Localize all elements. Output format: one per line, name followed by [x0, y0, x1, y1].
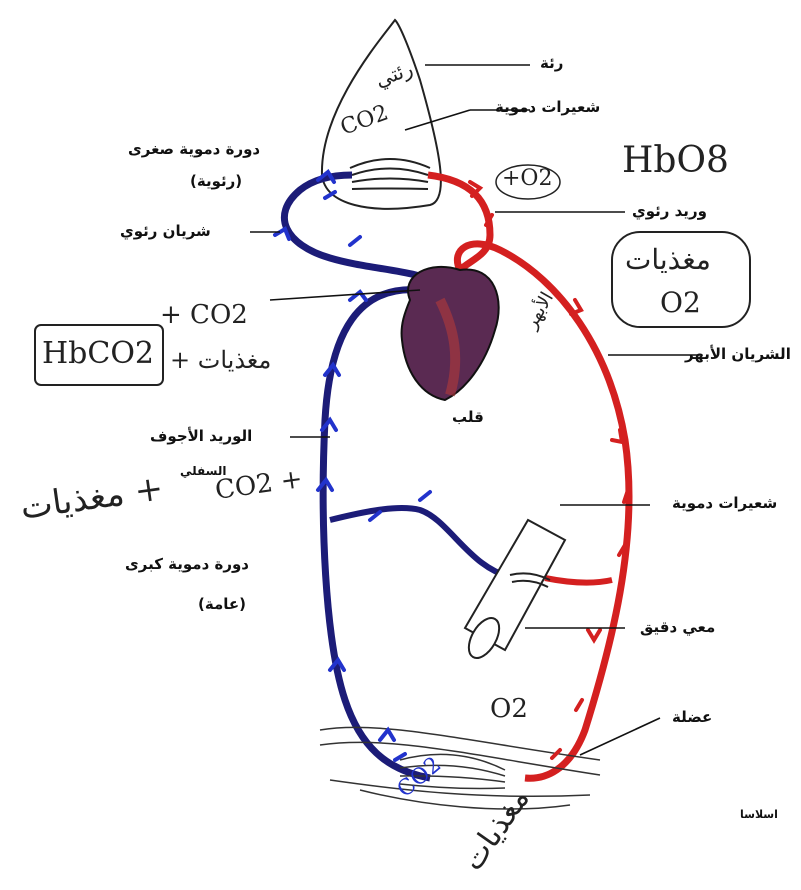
plus-co2-note: + CO2 [160, 300, 248, 330]
lung-label: رئة [540, 54, 563, 72]
capillaries-top-label: شعيرات دموية [495, 98, 600, 116]
pulmonary-circulation-label: دورة دموية صغرى [128, 140, 260, 158]
vena-cava-label: الوريد الأجوف [150, 427, 252, 445]
pulmonary-vein-label: وريد رئوي [632, 202, 707, 220]
intestine-artery [545, 578, 612, 583]
hbco2-box-text: HbCO2 [42, 336, 154, 371]
pulmonary-artery-label: شريان رئوي [120, 222, 211, 240]
muscle-label: عضلة [672, 708, 712, 726]
systemic-circulation-sub: (عامة) [198, 595, 246, 613]
edge-text: اسلاسا [740, 808, 778, 821]
systemic-circulation-label: دورة دموية كبرى [125, 555, 249, 573]
hbo8-note: HbO8 [622, 140, 729, 181]
o2-box-text: O2 [660, 286, 701, 319]
capillaries-mid-label: شعيرات دموية [672, 494, 777, 512]
plus-o2-note: +O2 [502, 166, 552, 191]
plus-nutrients-note: + مغذيات [170, 346, 271, 374]
aorta-label: الشريان الأبهر [685, 345, 791, 363]
o2-muscle-note: O2 [490, 694, 528, 724]
heart-label: قلب [452, 408, 484, 426]
pulmonary-circulation-sub: (رئوية) [190, 172, 242, 190]
intestine-label: معي دقيق [640, 618, 715, 636]
intestine-shape [463, 520, 565, 663]
nutrients-box-text: مغذيات [625, 243, 711, 276]
intestine-vein [330, 508, 515, 578]
